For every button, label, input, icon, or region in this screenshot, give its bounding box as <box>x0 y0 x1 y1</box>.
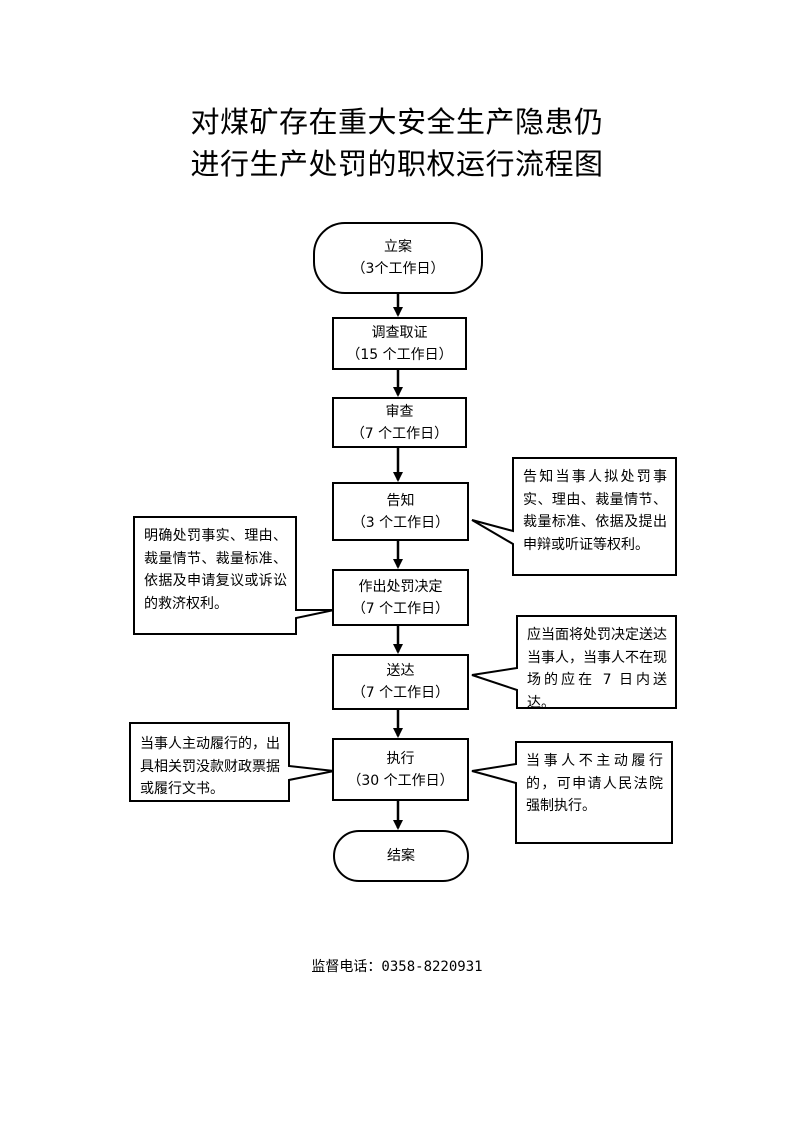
note-execute-left: 当事人主动履行的，出具相关罚没款财政票据或履行文书。 <box>140 736 280 797</box>
note-notify: 告知当事人拟处罚事实、理由、裁量情节、裁量标准、依据及提出申辩或听证等权利。 <box>523 469 667 553</box>
step-decision-time: （7 个工作日） <box>351 600 450 617</box>
step-review-time: （7 个工作日） <box>350 425 449 442</box>
note-decision: 明确处罚事实、理由、裁量情节、裁量标准、依据及申请复议或诉讼的救济权利。 <box>144 528 287 612</box>
step-review-label: 审查 <box>385 403 414 420</box>
step-notify-time: （3 个工作日） <box>351 514 450 531</box>
step-delivery-label: 送达 <box>386 663 415 679</box>
step-register-label: 立案 <box>384 239 412 255</box>
step-investigate-time: （15 个工作日） <box>346 346 453 363</box>
note-delivery: 应当面将处罚决定送达当事人，当事人不在现场的应在 7 日内送达。 <box>527 627 667 711</box>
callout-exec-left <box>129 722 335 802</box>
supervision-hotline: 监督电话：0358-8220931 <box>311 959 483 975</box>
step-notify: 告知 （3 个工作日） <box>332 482 469 541</box>
step-register: 立案 （3个工作日） <box>313 222 483 294</box>
step-investigate: 调查取证 （15 个工作日） <box>332 317 467 370</box>
step-close-label: 结案 <box>387 848 415 864</box>
step-notify-label: 告知 <box>386 492 415 509</box>
step-review: 审查 （7 个工作日） <box>332 397 467 448</box>
callout-exec-right <box>471 741 673 844</box>
callout-notify <box>471 457 677 576</box>
step-decision: 作出处罚决定 （7 个工作日） <box>332 569 469 626</box>
step-execute: 执行 （30 个工作日） <box>332 738 469 801</box>
step-delivery-time: （7 个工作日） <box>351 685 450 701</box>
step-execute-label: 执行 <box>386 750 415 767</box>
step-investigate-label: 调查取证 <box>371 324 428 341</box>
step-register-time: （3个工作日） <box>351 261 445 277</box>
note-execute-right: 当事人不主动履行的，可申请人民法院强制执行。 <box>526 753 663 814</box>
callout-delivery <box>471 615 677 709</box>
step-delivery: 送达 （7 个工作日） <box>332 654 469 710</box>
callout-decision <box>133 516 335 635</box>
step-decision-label: 作出处罚决定 <box>358 578 443 595</box>
step-execute-time: （30 个工作日） <box>347 772 454 789</box>
step-close: 结案 <box>333 830 469 882</box>
page-title-line1: 对煤矿存在重大安全生产隐患仍 <box>190 105 604 139</box>
page-title-line2: 进行生产处罚的职权运行流程图 <box>190 147 604 181</box>
